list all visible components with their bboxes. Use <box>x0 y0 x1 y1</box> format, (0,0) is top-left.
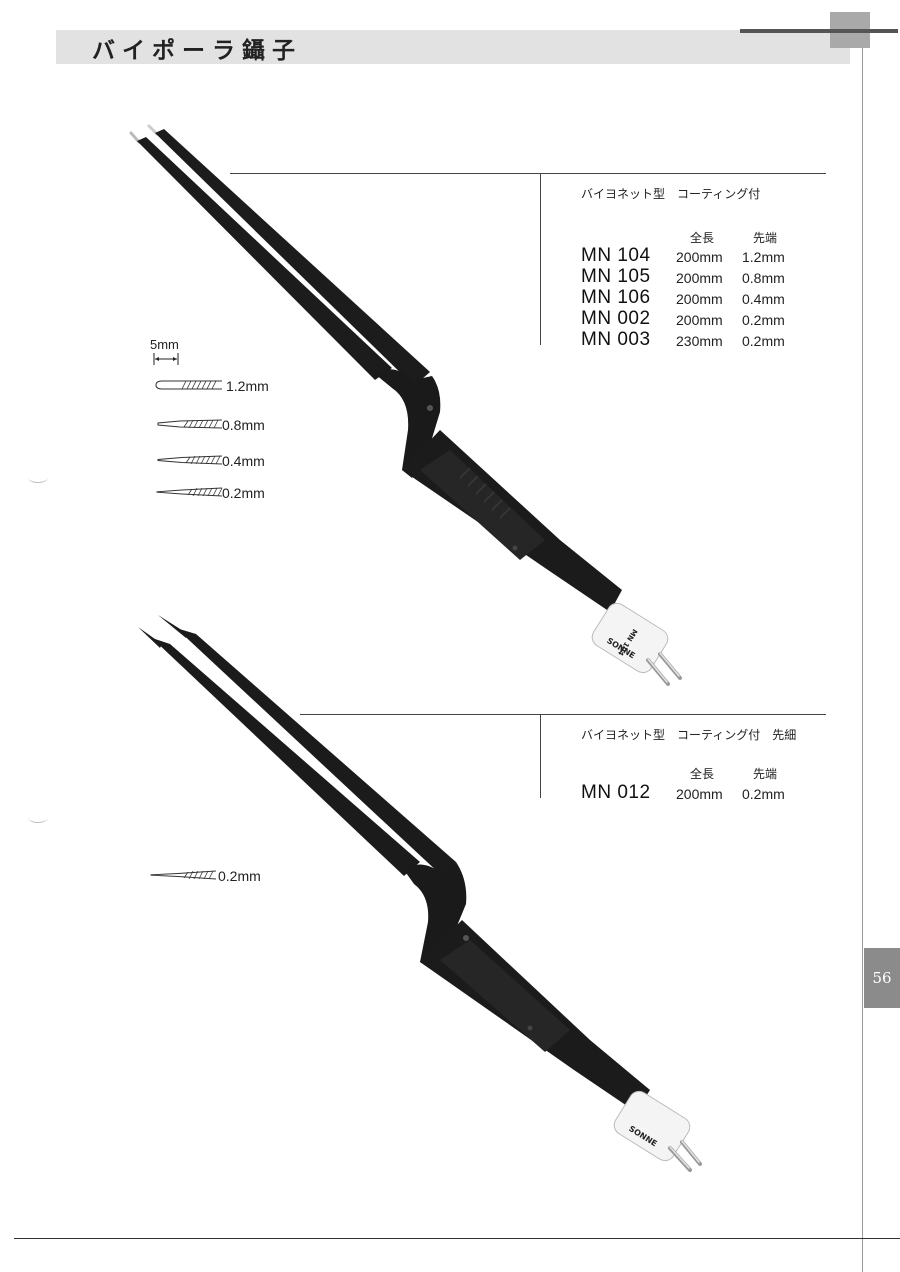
model-tip: 0.8mm <box>742 270 785 286</box>
title-band <box>56 30 850 64</box>
right-margin-rule <box>862 48 863 1272</box>
tip-label: 0.8mm <box>222 417 265 433</box>
spec-type-label: バイヨネット型 コーティング付 先細 <box>581 728 797 742</box>
scale-bar <box>153 353 179 365</box>
column-header-length: 全長 <box>690 231 715 245</box>
model-length: 200mm <box>676 270 723 286</box>
punch-hole-mark <box>28 472 48 483</box>
model-length: 200mm <box>676 786 723 802</box>
tip-diagram-0-2mm-fine <box>150 870 217 880</box>
model-row: MN 003 230mm 0.2mm <box>581 329 811 350</box>
model-tip: 0.2mm <box>742 333 785 349</box>
model-row: MN 012 200mm 0.2mm <box>581 782 811 803</box>
tip-diagram-1-2mm <box>155 380 222 390</box>
tip-label: 1.2mm <box>226 378 269 394</box>
model-tip: 0.4mm <box>742 291 785 307</box>
column-header-tip: 先端 <box>753 767 778 781</box>
punch-hole-mark <box>28 812 48 823</box>
column-header-tip: 先端 <box>753 231 778 245</box>
tip-label: 0.2mm <box>222 485 265 501</box>
spec-divider <box>540 714 541 798</box>
forceps-image-2: SONNE <box>138 615 702 1172</box>
scale-label: 5mm <box>150 337 179 352</box>
spec-rule <box>230 173 826 174</box>
model-code: MN 003 <box>581 329 651 350</box>
model-length: 200mm <box>676 249 723 265</box>
tip-label: 0.4mm <box>222 453 265 469</box>
model-tip: 0.2mm <box>742 786 785 802</box>
model-code: MN 105 <box>581 266 651 287</box>
page-title: バイポーラ鑷子 <box>92 38 302 64</box>
spec-rule <box>300 714 826 715</box>
model-code: MN 104 <box>581 245 651 266</box>
page-number: 56 <box>872 969 892 987</box>
tip-diagram-0-8mm <box>157 419 223 429</box>
tip-diagram-0-2mm <box>156 487 223 497</box>
spec-type-label: バイヨネット型 コーティング付 <box>581 187 761 201</box>
model-row: MN 002 200mm 0.2mm <box>581 308 811 329</box>
model-code: MN 002 <box>581 308 651 329</box>
model-tip: 0.2mm <box>742 312 785 328</box>
page-number-tab: 56 <box>864 948 900 1008</box>
model-length: 200mm <box>676 291 723 307</box>
column-header-length: 全長 <box>690 767 715 781</box>
bottom-rule <box>14 1238 900 1239</box>
model-code: MN 012 <box>581 782 651 803</box>
model-row: MN 104 200mm 1.2mm <box>581 245 811 266</box>
spec-divider <box>540 173 541 345</box>
model-row: MN 106 200mm 0.4mm <box>581 287 811 308</box>
model-tip: 1.2mm <box>742 249 785 265</box>
model-row: MN 105 200mm 0.8mm <box>581 266 811 287</box>
model-code: MN 106 <box>581 287 651 308</box>
tip-label: 0.2mm <box>218 868 261 884</box>
model-length: 230mm <box>676 333 723 349</box>
corner-rule <box>740 29 898 33</box>
forceps-image-1: SONNE MN 104 <box>129 124 682 686</box>
tip-diagram-0-4mm <box>157 455 223 465</box>
model-length: 200mm <box>676 312 723 328</box>
